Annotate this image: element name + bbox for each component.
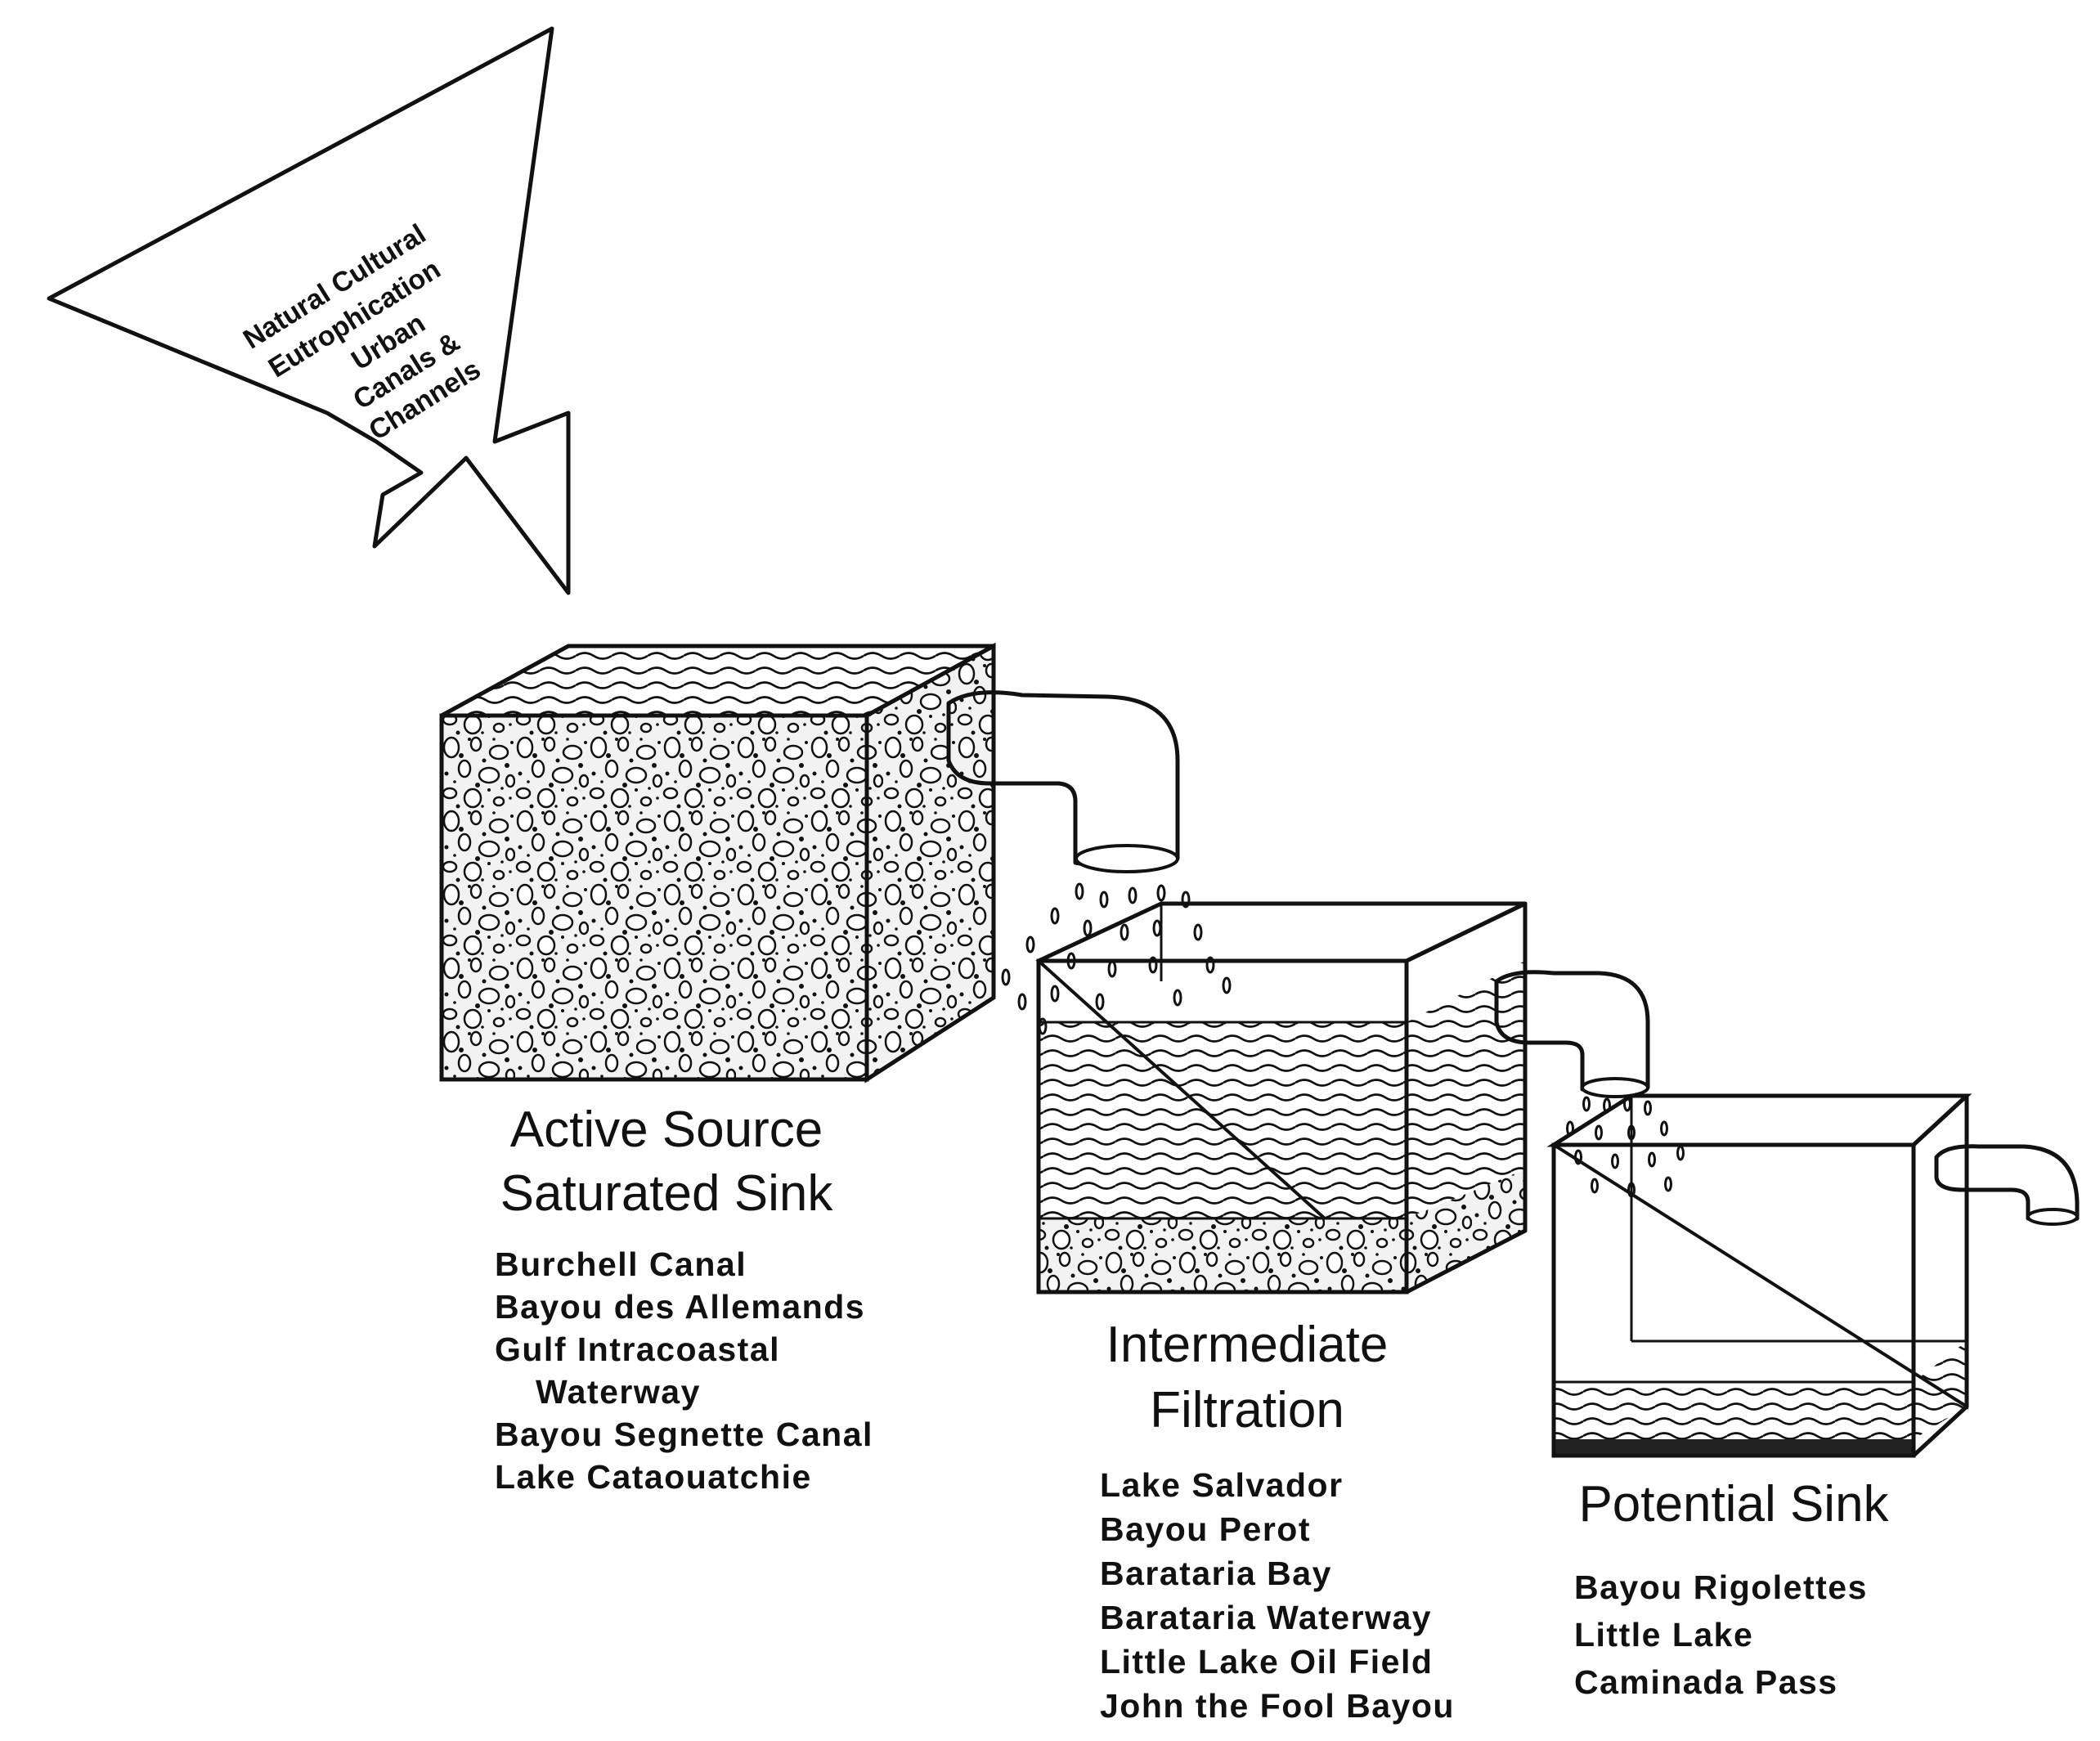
site-name: Lake Cataouatchie bbox=[495, 1458, 812, 1496]
source-arrow: Natural Cultural Eutrophication Urban Ca… bbox=[47, 26, 571, 595]
site-name: John the Fool Bayou bbox=[1100, 1687, 1455, 1725]
tank-active-source bbox=[439, 642, 996, 1084]
site-name: Barataria Bay bbox=[1100, 1555, 1332, 1592]
curved-arrow-icon bbox=[47, 26, 571, 595]
tank-front bbox=[439, 713, 869, 1082]
tank-top bbox=[1037, 901, 1527, 963]
tank-bottom-sediment bbox=[1554, 1439, 1914, 1456]
stage-2-label: Intermediate Filtration Lake Salvador Ba… bbox=[1100, 1317, 1455, 1725]
pipe-3 bbox=[1934, 1144, 2080, 1226]
pipe-1 bbox=[946, 690, 1180, 873]
stage-1-label: Active Source Saturated Sink Burchell Ca… bbox=[495, 1102, 873, 1496]
site-name: Bayou Rigolettes bbox=[1574, 1568, 1868, 1606]
site-name: Waterway bbox=[536, 1373, 701, 1411]
site-name: Lake Salvador bbox=[1100, 1466, 1344, 1504]
site-name: Barataria Waterway bbox=[1100, 1599, 1432, 1636]
site-name: Caminada Pass bbox=[1574, 1663, 1838, 1701]
site-name: Little Lake Oil Field bbox=[1100, 1643, 1433, 1680]
tank-back-rim bbox=[1550, 1094, 1968, 1410]
pipe-mouth bbox=[2026, 1208, 2079, 1226]
tank-side bbox=[864, 642, 996, 1084]
stage-title: Potential Sink bbox=[1578, 1476, 1889, 1532]
site-name: Gulf Intracoastal bbox=[495, 1330, 780, 1368]
tank-potential-sink bbox=[1546, 1093, 1972, 1458]
tank-top bbox=[1546, 1093, 1972, 1147]
stage-3-label: Potential Sink Bayou Rigolettes Little L… bbox=[1574, 1476, 1890, 1701]
tank-water bbox=[1039, 1022, 1407, 1218]
site-name: Burchell Canal bbox=[495, 1245, 747, 1283]
site-name: Bayou Segnette Canal bbox=[495, 1416, 873, 1453]
pipe-mouth bbox=[1581, 1077, 1649, 1098]
site-name: Bayou Perot bbox=[1100, 1510, 1311, 1548]
site-name: Bayou des Allemands bbox=[495, 1288, 865, 1326]
pipe-mouth bbox=[1075, 844, 1179, 873]
stage-title: Saturated Sink bbox=[500, 1165, 834, 1222]
pipe-2 bbox=[1494, 970, 1650, 1098]
tank-intermediate bbox=[1035, 901, 1528, 1295]
stage-title: Intermediate bbox=[1106, 1317, 1389, 1373]
stage-title: Filtration bbox=[1150, 1382, 1344, 1438]
site-name: Little Lake bbox=[1574, 1616, 1753, 1654]
tank-side-water bbox=[1914, 1341, 1967, 1439]
stage-title: Active Source bbox=[510, 1102, 823, 1158]
tank-side-sediment bbox=[1407, 1169, 1525, 1292]
tank-sediment bbox=[1039, 1218, 1407, 1292]
tank-water bbox=[1554, 1382, 1914, 1439]
